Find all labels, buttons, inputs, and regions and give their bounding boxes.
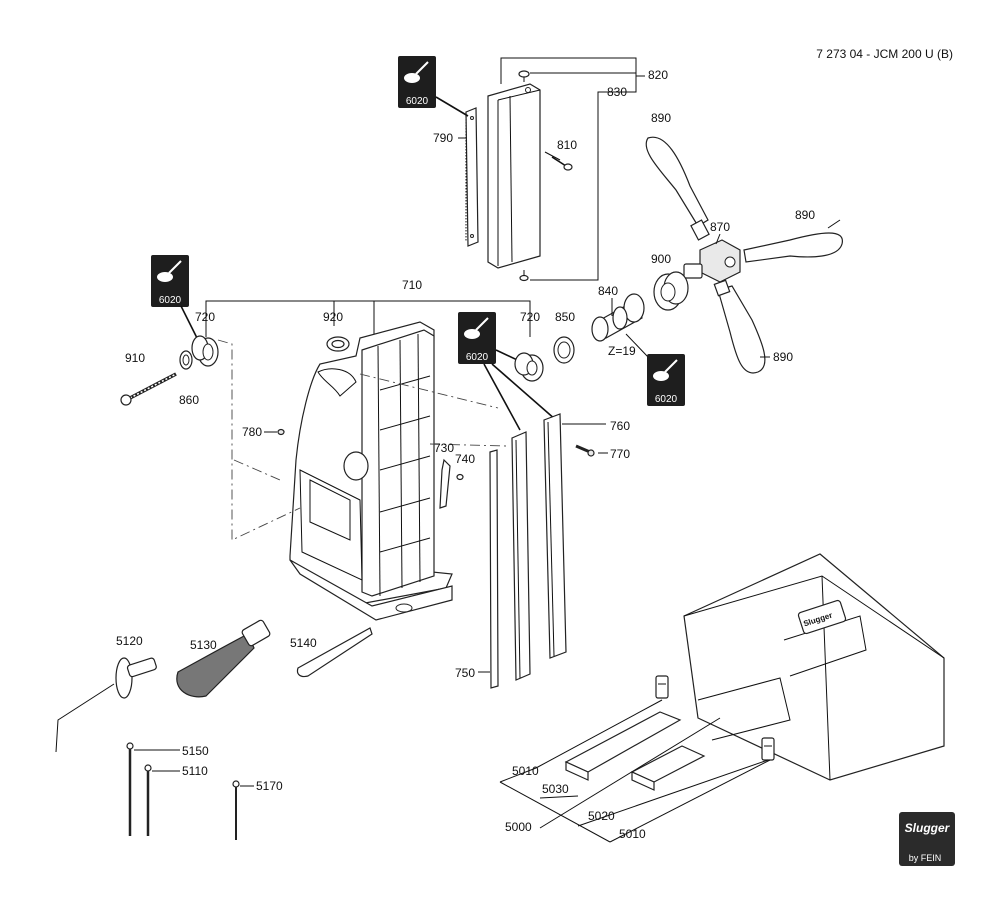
bushing-720-left — [191, 335, 219, 367]
strip-750 — [489, 449, 499, 689]
label-810: 810 — [557, 138, 577, 152]
pin-5110 — [144, 764, 152, 836]
label-z19: Z=19 — [608, 344, 636, 358]
screw-820-bottom — [519, 270, 529, 282]
label-890-right: 890 — [795, 208, 815, 222]
tool-5120 — [55, 657, 157, 753]
strap-5130 — [176, 619, 271, 698]
label-750: 750 — [455, 666, 475, 680]
label-920: 920 — [323, 310, 343, 324]
grease-code: 6020 — [406, 96, 429, 107]
washer-850 — [553, 336, 575, 364]
slide-830 — [487, 83, 541, 269]
label-5140: 5140 — [290, 636, 317, 650]
label-5000: 5000 — [505, 820, 532, 834]
hub-870 — [683, 239, 741, 283]
handle-890-right — [743, 232, 843, 263]
slugger-logo: Slugger by FEIN — [899, 812, 955, 866]
latch-5010-b — [761, 737, 775, 761]
washer-860 — [179, 350, 193, 370]
logo-brand: Slugger — [905, 821, 951, 835]
label-850: 850 — [555, 310, 575, 324]
bushing-720-right — [514, 352, 544, 382]
grease-symbol-upper: 6020 — [398, 56, 436, 108]
pin-5150 — [126, 742, 134, 836]
label-840: 840 — [598, 284, 618, 298]
pinion-shaft-840 — [591, 293, 645, 342]
screw-780 — [277, 428, 285, 436]
label-890-bottom: 890 — [773, 350, 793, 364]
logo-sub: by FEIN — [909, 853, 942, 863]
grease-symbol-center: 6020 — [458, 312, 496, 364]
label-5150: 5150 — [182, 744, 209, 758]
gib-760-front — [511, 431, 531, 681]
label-870: 870 — [710, 220, 730, 234]
pin-5170 — [232, 780, 240, 840]
foam-5020 — [630, 745, 706, 791]
label-5110: 5110 — [182, 764, 208, 778]
case-5000: Slugger — [683, 553, 945, 781]
screw-820-top — [518, 70, 530, 82]
screw-810 — [551, 156, 573, 171]
label-910: 910 — [125, 351, 145, 365]
label-5130: 5130 — [190, 638, 217, 652]
grease-code: 6020 — [466, 352, 489, 363]
wedge-5140 — [296, 627, 373, 678]
spring-730 — [439, 458, 451, 509]
document-id: 7 273 04 - JCM 200 U (B) — [816, 47, 953, 61]
label-760: 760 — [610, 419, 630, 433]
screw-770 — [575, 444, 595, 457]
label-730: 730 — [434, 441, 454, 455]
bolt-910 — [120, 372, 177, 406]
housing-710 — [289, 321, 453, 621]
label-5030: 5030 — [542, 782, 569, 796]
label-830: 830 — [607, 85, 627, 99]
label-720-left: 720 — [195, 310, 215, 324]
screw-740 — [456, 473, 464, 481]
grease-code: 6020 — [159, 295, 182, 306]
latch-5010-a — [655, 675, 669, 699]
grease-symbol-left: 6020 — [151, 255, 189, 307]
label-720-right: 720 — [520, 310, 540, 324]
label-5170: 5170 — [256, 779, 283, 793]
gear-900 — [653, 271, 689, 311]
label-890-top: 890 — [651, 111, 671, 125]
label-5010-right: 5010 — [619, 827, 646, 841]
handle-890-top — [645, 136, 710, 241]
gib-760-back — [543, 413, 567, 659]
label-770: 770 — [610, 447, 630, 461]
ring-920 — [326, 336, 350, 352]
handle-890-bottom — [713, 279, 766, 374]
label-5020: 5020 — [588, 809, 615, 823]
label-5010-left: 5010 — [512, 764, 539, 778]
label-740: 740 — [455, 452, 475, 466]
foam-5030 — [564, 711, 682, 781]
grease-symbol-right: 6020 — [647, 354, 685, 406]
label-5120: 5120 — [116, 634, 143, 648]
label-860: 860 — [179, 393, 199, 407]
rack-790 — [465, 107, 479, 247]
label-780: 780 — [242, 425, 262, 439]
label-790: 790 — [433, 131, 453, 145]
grease-code: 6020 — [655, 394, 678, 405]
label-900: 900 — [651, 252, 671, 266]
label-710: 710 — [402, 278, 422, 292]
label-820: 820 — [648, 68, 668, 82]
